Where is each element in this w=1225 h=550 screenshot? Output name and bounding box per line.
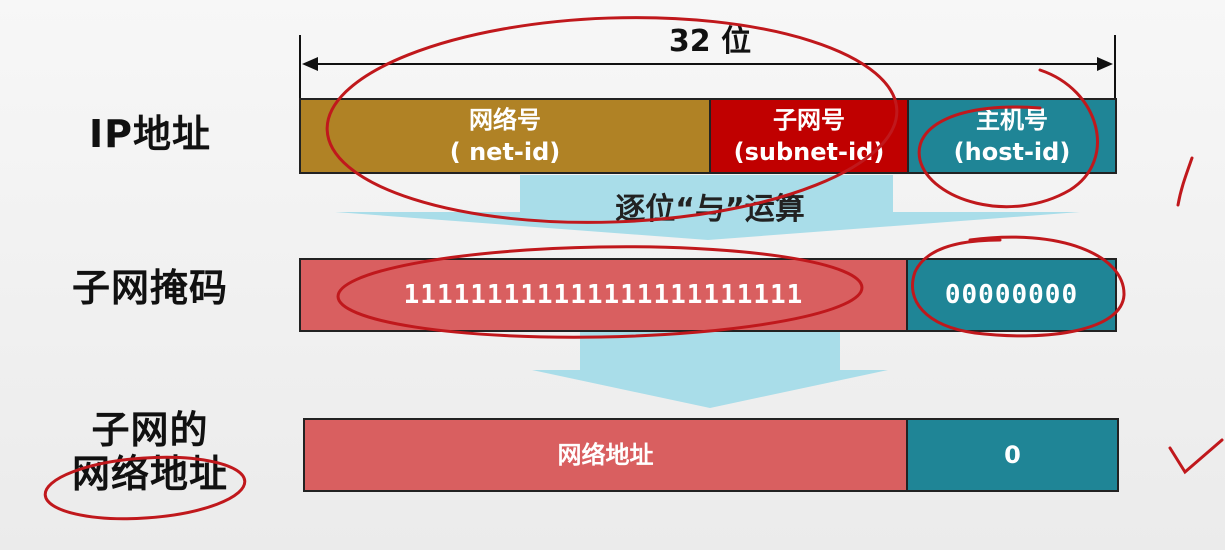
subnet-id-field: 子网号 (subnet-id)	[709, 100, 907, 172]
host-id-name: 主机号	[976, 106, 1048, 134]
network-address-field: 网络地址	[305, 420, 906, 490]
net-id-name: 网络号	[469, 106, 541, 134]
row-label-network-line2: 网络地址	[71, 452, 228, 496]
subnet-mask-bar: 111111111111111111111111 00000000	[299, 258, 1117, 332]
operation-label: 逐位“与”运算	[615, 192, 805, 227]
row-label-ip: IP地址	[89, 112, 211, 156]
net-id-code: ( net-id)	[449, 138, 561, 166]
net-id-field: 网络号 ( net-id)	[301, 100, 709, 172]
width-label: 32 位	[668, 24, 752, 59]
network-address-bar: 网络地址 0	[303, 418, 1119, 492]
row-label-network: 子网的 网络地址	[50, 408, 250, 496]
host-id-field: 主机号 (host-id)	[907, 100, 1115, 172]
mask-zeros-field: 00000000	[906, 260, 1115, 330]
row-label-network-line1: 子网的	[91, 408, 209, 452]
host-zero-field: 0	[906, 420, 1117, 490]
ink-tick-mark	[1176, 156, 1194, 207]
ink-check-mark	[1168, 438, 1224, 475]
row-label-mask: 子网掩码	[71, 266, 228, 310]
subnet-id-code: (subnet-id)	[733, 138, 885, 166]
mask-ones-field: 111111111111111111111111	[301, 260, 906, 330]
host-id-code: (host-id)	[953, 138, 1071, 166]
subnet-id-name: 子网号	[773, 106, 845, 134]
ip-address-bar: 网络号 ( net-id) 子网号 (subnet-id) 主机号 (host-…	[299, 98, 1117, 174]
down-arrow-2	[532, 332, 888, 408]
